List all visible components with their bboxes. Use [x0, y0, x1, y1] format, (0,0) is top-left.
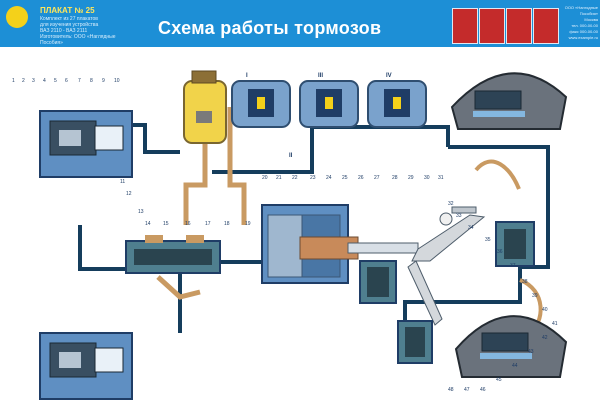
part-number-4: 4 [43, 78, 46, 84]
part-number-40: 40 [542, 307, 548, 313]
car-logo-icon [6, 6, 28, 28]
publisher-line-4: тел. 000-00-00 [571, 23, 598, 28]
part-number-48: 48 [448, 387, 454, 393]
part-number-37: 37 [510, 263, 516, 269]
part-number-12: 12 [126, 191, 132, 197]
publisher-line-5: факс 000-00-00 [569, 29, 598, 34]
part-number-29: 29 [408, 175, 414, 181]
part-number-44: 44 [512, 363, 518, 369]
part-number-21: 21 [276, 175, 282, 181]
part-number-43: 43 [528, 349, 534, 355]
copper-tube-3 [156, 275, 201, 300]
part-number-13: 13 [138, 209, 144, 215]
poster-thumbnail-2 [479, 8, 505, 44]
booster-view-2 [299, 80, 359, 128]
copper-tube-4 [474, 159, 521, 190]
poster-thumbnail-4 [533, 8, 559, 44]
rear-cylinder-right [495, 221, 535, 267]
rear-drum-lower [454, 315, 568, 378]
poster-thumbnail-3 [506, 8, 532, 44]
part-number-17: 17 [205, 221, 211, 227]
poster-info-line-4: Изготовитель: ООО «Наглядные [40, 34, 116, 40]
left-lower-caliper [39, 332, 133, 400]
publisher-line-6: www.example.ru [568, 35, 598, 40]
part-number-18: 18 [224, 221, 230, 227]
roman-numeral-i: I [246, 73, 248, 79]
part-number-36: 36 [497, 249, 503, 255]
roman-numeral-iv: IV [386, 73, 392, 79]
part-number-20: 20 [262, 175, 268, 181]
part-number-14: 14 [145, 221, 151, 227]
poster-title: Схема работы тормозов [158, 18, 382, 38]
part-number-46: 46 [480, 387, 486, 393]
booster-view-3 [367, 80, 427, 128]
part-number-8: 8 [90, 78, 93, 84]
part-number-28: 28 [392, 175, 398, 181]
part-number-25: 25 [342, 175, 348, 181]
part-number-31: 31 [438, 175, 444, 181]
part-number-23: 23 [310, 175, 316, 181]
poster-info-line-2: для изучения устройства [40, 22, 99, 28]
part-number-9: 9 [102, 78, 105, 84]
publisher-line-3: Москва [584, 17, 598, 22]
poster-header: ПЛАКАТ № 25 Комплект из 27 плакатов для … [0, 0, 600, 47]
roman-numeral-ii: II [289, 153, 293, 159]
part-number-7: 7 [78, 78, 81, 84]
part-number-5: 5 [54, 78, 57, 84]
booster-view-1 [231, 80, 291, 128]
rear-drum-upper [450, 72, 568, 130]
part-number-34: 34 [468, 225, 474, 231]
part-number-15: 15 [163, 221, 169, 227]
brake-diagram-svg: I II III IV 1234567891011121314151617181… [12, 70, 568, 400]
part-number-19: 19 [245, 221, 251, 227]
part-number-27: 27 [374, 175, 380, 181]
brake-pipe-top [212, 125, 450, 174]
part-number-1: 1 [12, 78, 15, 84]
poster-info-line-1: Комплект из 27 плакатов [40, 16, 98, 22]
part-number-24: 24 [326, 175, 332, 181]
brake-pedal-assembly [347, 206, 486, 326]
publisher-line-1: ООО «Наглядные [564, 5, 598, 10]
brake-fluid-reservoir [183, 70, 227, 144]
publisher-line-2: Пособия» [579, 11, 598, 16]
poster-thumbnail-1 [452, 8, 478, 44]
vacuum-booster [261, 204, 359, 284]
pressure-regulator [359, 260, 397, 304]
part-number-42: 42 [542, 335, 548, 341]
part-number-39: 39 [532, 293, 538, 299]
part-number-11: 11 [120, 179, 125, 185]
part-number-2: 2 [22, 78, 25, 84]
part-number-16: 16 [185, 221, 191, 227]
part-number-30: 30 [424, 175, 430, 181]
part-number-22: 22 [292, 175, 298, 181]
poster-info-line-5: Пособия» [40, 40, 63, 46]
rear-cylinder-lower [397, 320, 433, 364]
part-number-6: 6 [65, 78, 68, 84]
part-number-26: 26 [358, 175, 364, 181]
part-number-3: 3 [32, 78, 35, 84]
part-number-45: 45 [496, 377, 502, 383]
part-number-35: 35 [485, 237, 491, 243]
roman-numeral-iii: III [318, 73, 323, 79]
poster-number: ПЛАКАТ № 25 [40, 6, 95, 15]
left-upper-caliper [39, 110, 133, 178]
publisher-info: ООО «Наглядные Пособия» Москва тел. 000-… [565, 5, 598, 43]
part-number-47: 47 [464, 387, 470, 393]
part-number-38: 38 [522, 279, 528, 285]
part-number-10: 10 [114, 78, 120, 84]
part-number-33: 33 [456, 213, 462, 219]
poster-info-line-3: ВАЗ 2110 - ВАЗ 2111 [40, 28, 88, 34]
part-number-32: 32 [448, 201, 454, 207]
master-cylinder [125, 235, 221, 274]
part-number-41: 41 [552, 321, 558, 327]
poster-thumbnails [452, 8, 560, 44]
copper-tube-2 [227, 107, 247, 225]
